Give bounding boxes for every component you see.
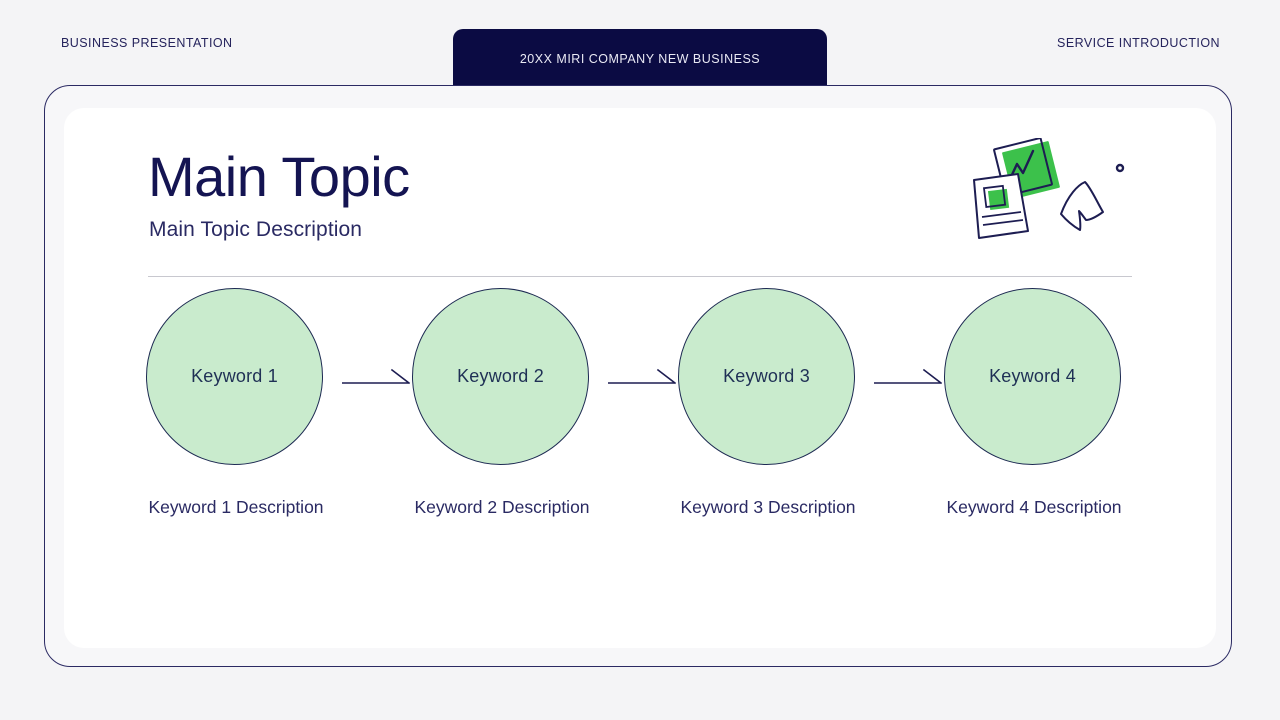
document-line-2 [982, 219, 1024, 226]
page-subtitle: Main Topic Description [149, 218, 363, 241]
flow-circle-4[interactable]: Keyword 4 [944, 288, 1121, 465]
illustration-svg [973, 137, 1125, 239]
flow-arrow-2-icon [607, 364, 678, 390]
flow-circle-1[interactable]: Keyword 1 [146, 288, 323, 465]
small-dot-icon [1115, 163, 1125, 173]
keyword-flow: Keyword 1 Keyword 1 Description Keyword … [140, 288, 1140, 528]
chart-zigzag-line [1008, 149, 1035, 181]
flow-node-3[interactable]: Keyword 3 Keyword 3 Description [678, 288, 858, 517]
flow-description-4: Keyword 4 Description [946, 497, 1122, 517]
slide-header: BUSINESS PRESENTATION 20XX MIRI COMPANY … [0, 0, 1280, 88]
title-divider [148, 276, 1132, 277]
flow-circle-label-4: Keyword 4 [989, 366, 1076, 386]
flow-arrow-1-icon [341, 364, 412, 390]
flow-circle-label-3: Keyword 3 [723, 366, 810, 386]
flow-circle-3[interactable]: Keyword 3 [678, 288, 855, 465]
title-banner-text: 20XX MIRI COMPANY NEW BUSINESS [519, 51, 761, 66]
documents-chart-illustration [950, 137, 1150, 262]
flow-node-1[interactable]: Keyword 1 Keyword 1 Description [146, 288, 326, 517]
chart-card-outline [993, 137, 1053, 197]
flow-description-3: Keyword 3 Description [680, 497, 856, 517]
flow-circle-label-2: Keyword 2 [457, 366, 544, 386]
flow-node-4[interactable]: Keyword 4 Keyword 4 Description [944, 288, 1124, 517]
document-line-1 [981, 211, 1022, 218]
header-right-label: SERVICE INTRODUCTION [1057, 36, 1220, 50]
page-title: Main Topic [148, 145, 410, 208]
header-left-label: BUSINESS PRESENTATION [61, 36, 233, 50]
title-banner: 20XX MIRI COMPANY NEW BUSINESS [453, 29, 827, 88]
flow-node-2[interactable]: Keyword 2 Keyword 2 Description [412, 288, 592, 517]
flow-circle-label-1: Keyword 1 [191, 366, 278, 386]
curled-paper [1060, 181, 1104, 231]
flow-description-1: Keyword 1 Description [148, 497, 324, 517]
flow-description-2: Keyword 2 Description [414, 497, 590, 517]
flow-arrow-3-icon [873, 364, 944, 390]
document-green-square-outline [982, 184, 1007, 209]
flow-circle-2[interactable]: Keyword 2 [412, 288, 589, 465]
